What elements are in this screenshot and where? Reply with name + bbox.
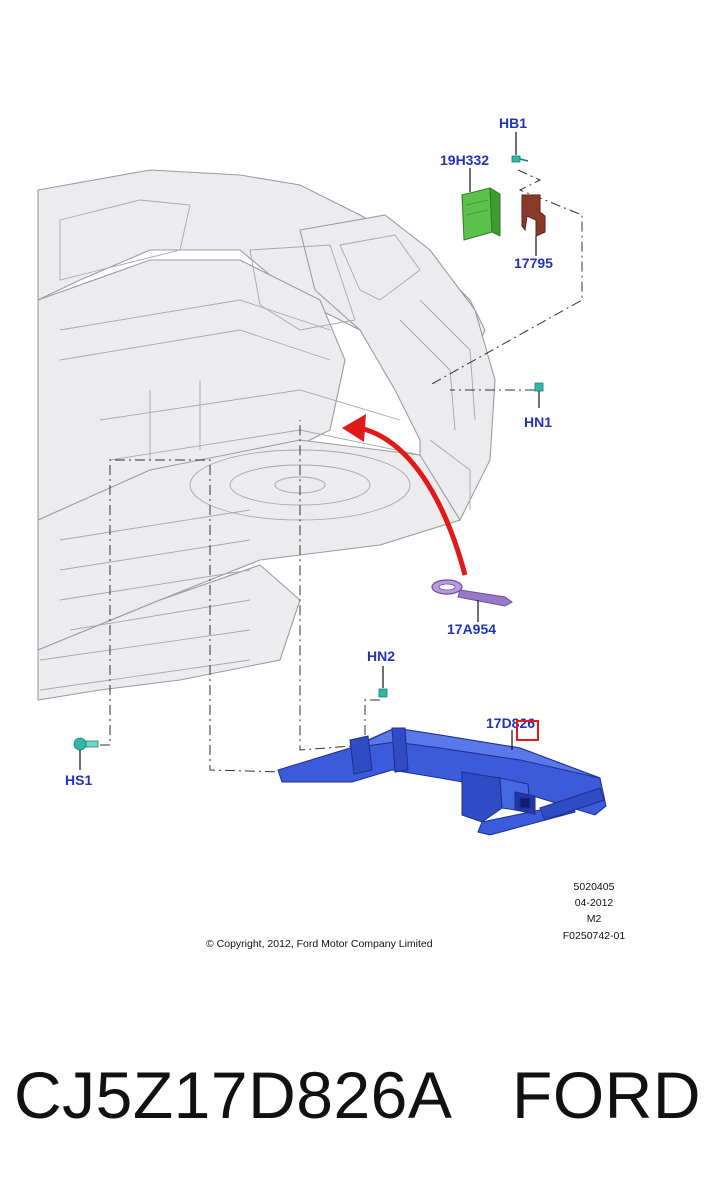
illustration-revision: M2 bbox=[587, 913, 602, 925]
fastener-hs1[interactable] bbox=[73, 737, 99, 770]
tow-hitch-17d826[interactable] bbox=[277, 727, 607, 836]
brand-name: FORD bbox=[512, 1058, 701, 1132]
highlight-box bbox=[516, 720, 539, 741]
label-hn2: HN2 bbox=[367, 648, 395, 664]
label-17d826: 17D826 bbox=[486, 715, 535, 731]
copyright-notice: © Copyright, 2012, Ford Motor Company Li… bbox=[206, 938, 433, 950]
illustration-number: 5020405 bbox=[574, 881, 615, 893]
parts-diagram: HB1 19H332 17795 HN1 17A954 HN2 17D826 H… bbox=[37, 115, 626, 950]
callout-labels: HB1 19H332 17795 HN1 17A954 HN2 17D826 H… bbox=[65, 115, 553, 788]
label-hb1: HB1 bbox=[499, 115, 527, 131]
illustration-date: 04-2012 bbox=[575, 897, 614, 909]
tow-eye-17a954[interactable] bbox=[431, 579, 513, 607]
label-hs1: HS1 bbox=[65, 772, 92, 788]
fastener-hb1[interactable] bbox=[511, 132, 529, 163]
fastener-hn1[interactable] bbox=[534, 382, 544, 408]
module-19h332[interactable] bbox=[461, 187, 501, 241]
figure-code: F0250742-01 bbox=[563, 930, 626, 942]
bracket-17795[interactable] bbox=[521, 194, 546, 237]
red-arrow bbox=[342, 414, 468, 576]
label-17795: 17795 bbox=[514, 255, 553, 271]
vehicle-body-illustration bbox=[37, 169, 496, 701]
label-17a954: 17A954 bbox=[447, 621, 496, 637]
vehicle-body-details bbox=[39, 199, 476, 691]
illustration-meta: 5020405 04-2012 M2 F0250742-01 bbox=[563, 881, 626, 942]
fastener-hn2[interactable] bbox=[378, 666, 388, 698]
label-hn1: HN1 bbox=[524, 414, 552, 430]
label-19h332: 19H332 bbox=[440, 152, 489, 168]
part-number: CJ5Z17D826A bbox=[14, 1058, 453, 1132]
